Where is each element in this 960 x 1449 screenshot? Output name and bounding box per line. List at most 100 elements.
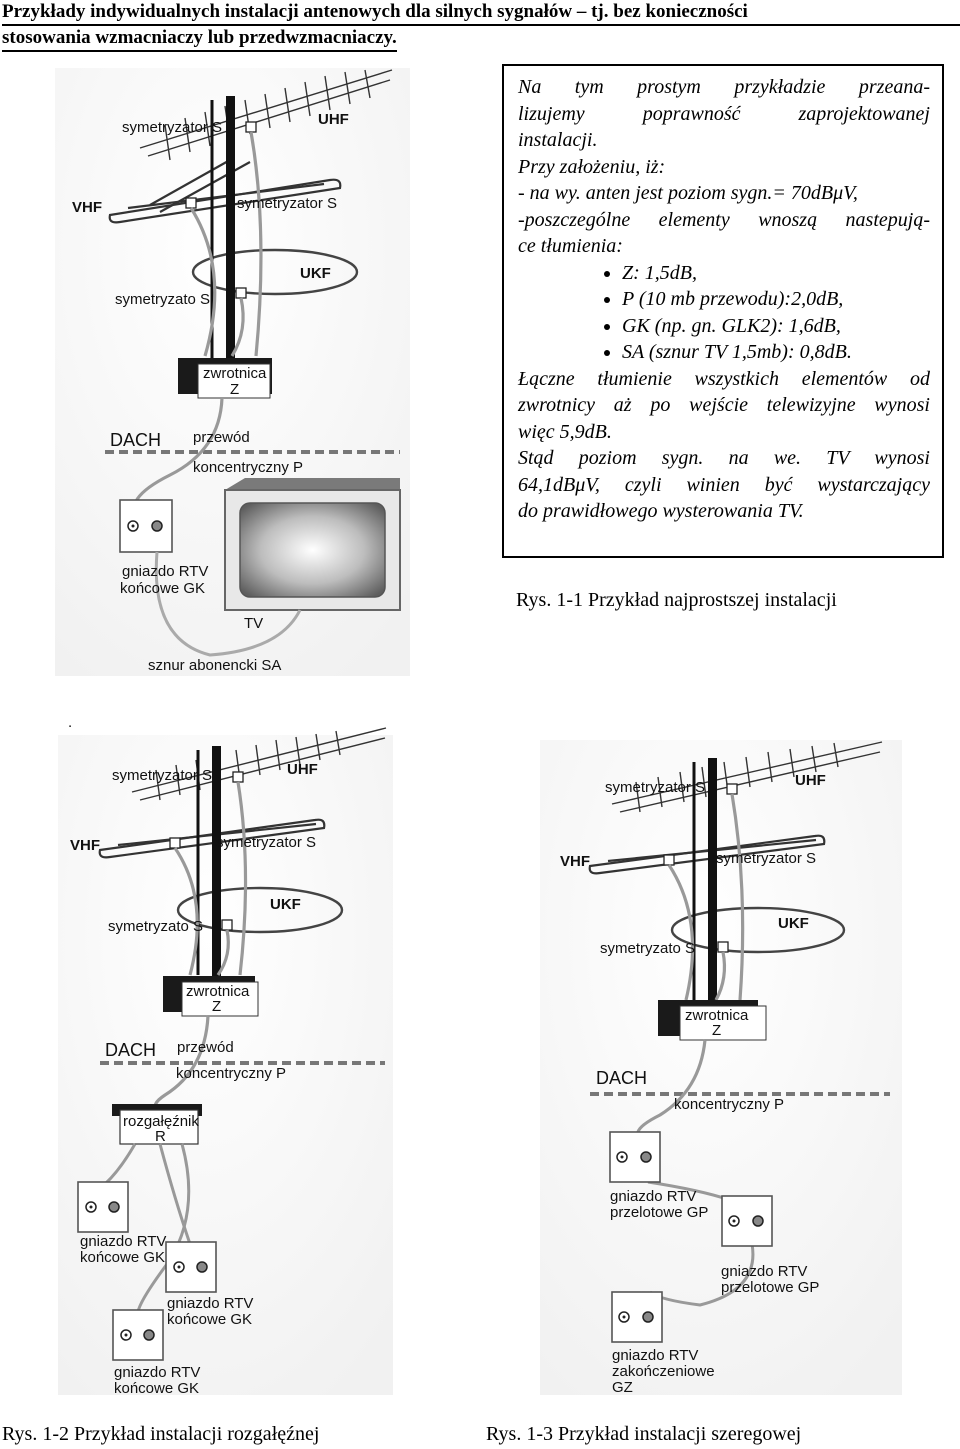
antenna-feed-cables [173,781,248,976]
caption-figure-1-3: Rys. 1-3 Przykład instalacji szeregowej [486,1423,802,1445]
symmetrizer-vhf [663,854,675,866]
subscriber-cord [154,551,302,657]
label-tv: TV [244,615,263,632]
splitter-r-label: R [155,1128,166,1145]
ukf-ring-antenna [191,248,359,296]
label-ukf: UKF [778,915,809,932]
label-socket: gniazdo RTV [122,563,208,580]
stray-dot: . [68,714,72,731]
page-header: Przykłady indywidualnych instalacji ante… [2,0,960,52]
caption-figure-1-1: Rys. 1-1 Przykład najprostszej instalacj… [516,589,837,611]
antenna-feed-cables [667,793,745,1001]
label-socket-2-type: końcowe GK [167,1311,252,1328]
note-result-line-3: do prawidłowego wysterowania TV. [518,500,804,522]
label-socket-3-type: zakończeniowe [612,1363,715,1380]
symmetrizer-ukf [235,287,247,299]
losses-list: Z: 1,5dB, P (10 mb przewodu):2,0dB, GK (… [518,260,930,366]
antenna-mast [226,96,235,376]
label-roof: DACH [105,1040,156,1060]
figure-1-2-background [58,735,393,1395]
label-uhf: UHF [318,111,349,128]
symmetrizer-uhf [726,783,738,795]
figure-1-3: zwrotnica Z symetryzator S UHF VHF symet… [540,740,902,1396]
note-intro-line-1: Na tym prostym przykładzie przeana- [518,76,930,98]
label-socket-2-type: przelotowe GP [721,1279,819,1296]
diplexer-label: zwrotnica [203,365,267,382]
label-socket-1: gniazdo RTV [80,1233,166,1250]
label-socket-type: końcowe GK [120,580,205,597]
label-symmetrizer-ukf: symetryzato S [108,918,203,935]
wall-socket-gz [611,1291,663,1343]
note-intro-line-3: instalacji. [518,129,598,151]
ukf-ring-antenna [176,886,344,934]
label-ukf: UKF [270,896,301,913]
figure-1-2: . zwrotnica Z [58,714,393,1397]
note-losses-line-1: -poszczególne elementy wnoszą nastepują- [518,208,930,231]
symmetrizer-uhf [232,771,244,783]
label-socket-1: gniazdo RTV [610,1188,696,1205]
wall-socket-gk-3 [112,1309,164,1361]
label-symmetrizer-uhf: symetryzator S [605,779,705,796]
diplexer-z [658,1000,767,1041]
label-vhf: VHF [70,837,100,854]
symmetrizer-vhf [185,197,197,209]
tv-set [224,478,401,611]
label-symmetrizer-uhf: symetryzator S [112,767,212,784]
symmetrizer-uhf [245,121,257,133]
loss-item: SA (sznur TV 1,5mb): 0,8dB. [622,339,930,366]
wall-socket-gp-2 [721,1195,773,1247]
note-total-line-1: Łączne tłumienie wszystkich elementów od [518,367,930,390]
diplexer-z-label: Z [712,1022,721,1039]
label-cable: przewód [193,429,250,446]
antenna-mast [212,746,221,978]
loss-item: Z: 1,5dB, [622,260,930,287]
label-socket-2: gniazdo RTV [167,1295,253,1312]
figure-1-1: zwrotnica Z symetryzator S UHF VHF symet… [55,68,410,676]
diplexer-z [178,358,272,399]
diplexer-z [163,976,259,1017]
label-symmetrizer-ukf: symetryzato S [115,291,210,308]
splitter-label: rozgałęźnik [123,1113,199,1130]
header-line-1: Przykłady indywidualnych instalacji ante… [2,0,960,26]
label-uhf: UHF [287,761,318,778]
label-cable: przewód [177,1039,234,1056]
note-total-line-2: zwrotnicy aż po wejście telewizyjne wyno… [518,394,930,416]
label-symmetrizer-uhf: symetryzator S [122,119,222,136]
calculation-note-box: Na tym prostym przykładzie przeana- lizu… [502,64,944,558]
note-intro-line-2: lizujemy poprawność zaprojektowanej [518,102,930,125]
label-socket-3-type: końcowe GK [114,1380,199,1397]
note-losses-line-2: ce tłumienia: [518,235,623,257]
uhf-antenna [611,741,883,813]
uhf-antenna [131,727,387,801]
loss-item: GK (np. gn. GLK2): 1,6dB, [622,313,930,340]
wall-socket-gp-1 [609,1131,661,1183]
loss-item: P (10 mb przewodu):2,0dB, [622,286,930,313]
label-vhf: VHF [72,199,102,216]
label-socket-2: gniazdo RTV [721,1263,807,1280]
symmetrizer-ukf [717,941,729,953]
label-coax: koncentryczny P [193,459,303,476]
antenna-mast [708,758,717,1003]
header-line-2: stosowania wzmacniaczy lub przedwzmacnia… [2,26,397,52]
diplexer-z-label: Z [212,998,221,1015]
label-symmetrizer-vhf: symetryzator S [216,834,316,851]
label-socket-3: gniazdo RTV [114,1364,200,1381]
splitter-r [112,1104,202,1145]
label-ukf: UKF [300,265,331,282]
symmetrizer-vhf [169,837,181,849]
label-socket-3-code: GZ [612,1379,633,1396]
label-coax: koncentryczny P [176,1065,286,1082]
label-socket-1-type: końcowe GK [80,1249,165,1266]
antenna-feed-cables [189,131,263,357]
ukf-ring-antenna [670,906,846,954]
label-roof: DACH [596,1068,647,1088]
diplexer-label: zwrotnica [685,1007,749,1024]
note-assumption: Przy założeniu, iż: [518,155,666,178]
wall-socket-gk-1 [77,1181,129,1233]
label-subscriber-cord: sznur abonencki SA [148,657,281,674]
label-symmetrizer-ukf: symetryzato S [600,940,695,957]
caption-figure-1-2: Rys. 1-2 Przykład instalacji rozgałęźnej [2,1423,320,1445]
label-coax: koncentryczny P [674,1096,784,1113]
label-symmetrizer-vhf: symetryzator S [237,195,337,212]
